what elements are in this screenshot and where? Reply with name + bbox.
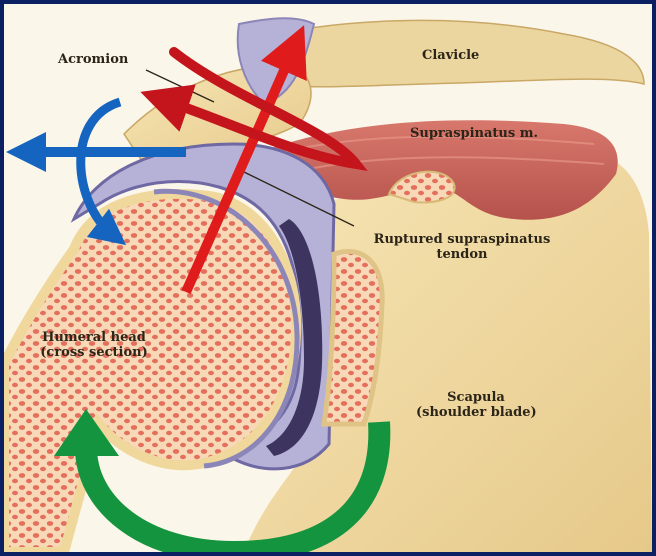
label-ruptured-tendon: Ruptured supraspinatus tendon <box>362 232 562 262</box>
label-ruptured-line1: Ruptured supraspinatus <box>373 232 551 247</box>
spine-cross-section <box>387 170 456 204</box>
label-ruptured-line2: tendon <box>436 247 488 262</box>
glenoid-rim <box>321 249 385 427</box>
label-humeral-line1: Humeral head <box>42 330 146 345</box>
green-curved-arrow <box>74 421 391 552</box>
ruptured-tendon-leader <box>243 171 355 227</box>
articular-cartilage <box>153 188 300 469</box>
label-supraspinatus: Supraspinatus m. <box>410 126 539 141</box>
clavicle-shape <box>252 19 645 88</box>
label-clavicle: Clavicle <box>422 48 480 63</box>
label-scapula-line1: Scapula <box>447 390 505 405</box>
red-arrow-up <box>181 25 307 295</box>
glenoid-cartilage <box>266 219 323 456</box>
blue-curved-arrow <box>76 97 127 246</box>
humeral-head-shape <box>4 189 302 552</box>
label-scapula: Scapula (shoulder blade) <box>416 390 537 420</box>
shoulder-anatomy-illustration <box>4 17 652 552</box>
green-arrowhead <box>54 409 119 456</box>
label-humeral-line2: (cross section) <box>40 345 148 360</box>
dark-red-arrow-left <box>140 47 368 171</box>
label-acromion: Acromion <box>58 52 129 67</box>
label-humeral-head: Humeral head (cross section) <box>34 330 154 360</box>
label-scapula-line2: (shoulder blade) <box>416 405 537 420</box>
supraspinatus-muscle-shape <box>254 120 618 220</box>
